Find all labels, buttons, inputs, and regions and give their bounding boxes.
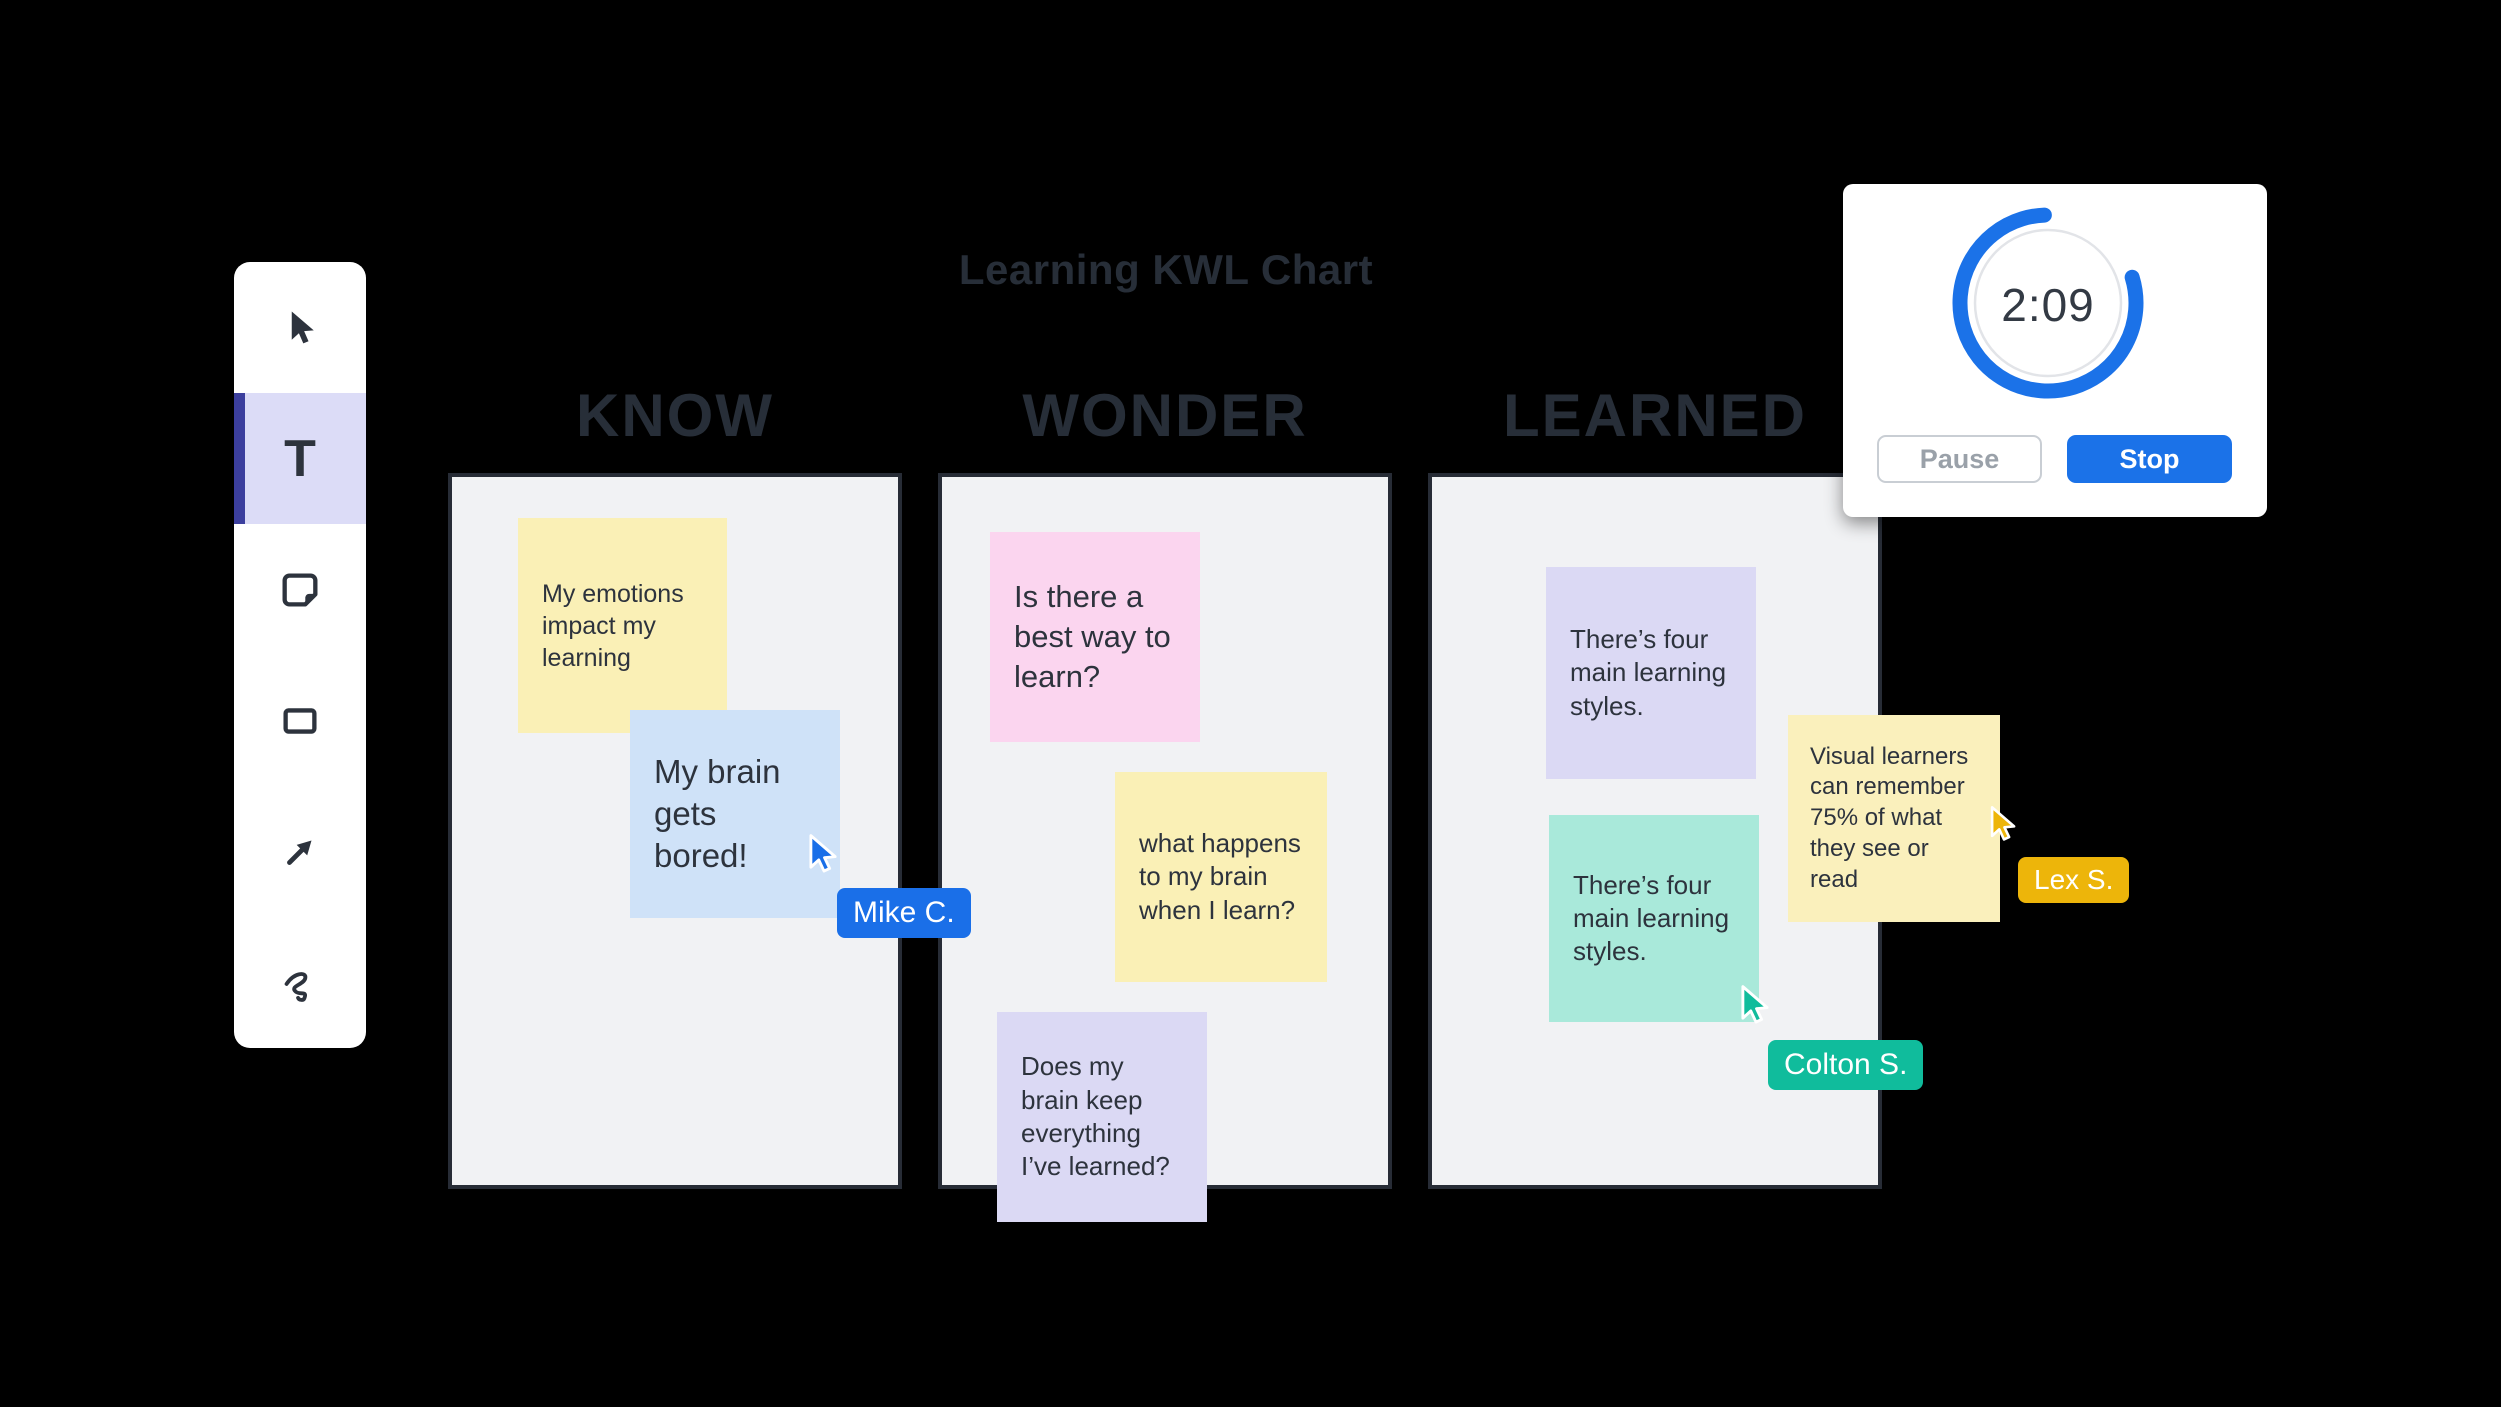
- sticky-note-icon: [282, 572, 318, 607]
- sticky-note[interactable]: There’s four main learning styles.: [1546, 567, 1756, 779]
- text-tool-icon: T: [284, 429, 316, 488]
- column-header-wonder[interactable]: WONDER: [1022, 382, 1308, 449]
- text-tool[interactable]: T: [234, 393, 366, 524]
- arrow-up-right-icon: [287, 840, 312, 865]
- sticky-note[interactable]: My brain gets bored!: [630, 710, 840, 918]
- collaborator-name-tag: Colton S.: [1768, 1040, 1924, 1090]
- pause-button[interactable]: Pause: [1877, 435, 2042, 483]
- sticky-note-tool[interactable]: [234, 524, 366, 655]
- rectangle-icon: [283, 707, 317, 734]
- collaborator-name-tag: Lex S.: [2018, 857, 2130, 903]
- collaborator-cursor-lex: [1990, 806, 2016, 841]
- sticky-note[interactable]: Does my brain keep everything I’ve learn…: [997, 1012, 1207, 1222]
- cursor-arrow-icon: [291, 311, 314, 343]
- collaborator-cursor-colton: [1741, 985, 1769, 1024]
- selected-tool-indicator: [234, 393, 245, 524]
- scribble-icon: [284, 971, 308, 1002]
- timer-progress-ring: [1952, 207, 2144, 399]
- board-title[interactable]: Learning KWL Chart: [958, 246, 1374, 293]
- arrow-tool[interactable]: [234, 786, 366, 917]
- sticky-note[interactable]: what happens to my brain when I learn?: [1115, 772, 1327, 982]
- collaborator-cursor-mike: [809, 834, 837, 873]
- select-tool[interactable]: [234, 262, 366, 393]
- sticky-note[interactable]: Visual learners can remember 75% of what…: [1788, 715, 2000, 922]
- sticky-note[interactable]: My emotions impact my learning: [518, 518, 727, 733]
- sticky-note[interactable]: There’s four main learning styles.: [1549, 815, 1759, 1022]
- timer-remaining-time: 2:09: [2001, 279, 2095, 331]
- pen-scribble-tool[interactable]: [234, 917, 366, 1048]
- collaborator-name-tag: Mike C.: [837, 888, 971, 938]
- column-header-learned[interactable]: LEARNED: [1502, 382, 1807, 449]
- timer-widget: 2:09 Pause Stop: [1843, 184, 2267, 517]
- column-header-know[interactable]: KNOW: [576, 382, 774, 449]
- stop-button[interactable]: Stop: [2067, 435, 2232, 483]
- sticky-note[interactable]: Is there a best way to learn?: [990, 532, 1200, 742]
- tool-palette: T: [234, 262, 366, 1048]
- shape-rectangle-tool[interactable]: [234, 655, 366, 786]
